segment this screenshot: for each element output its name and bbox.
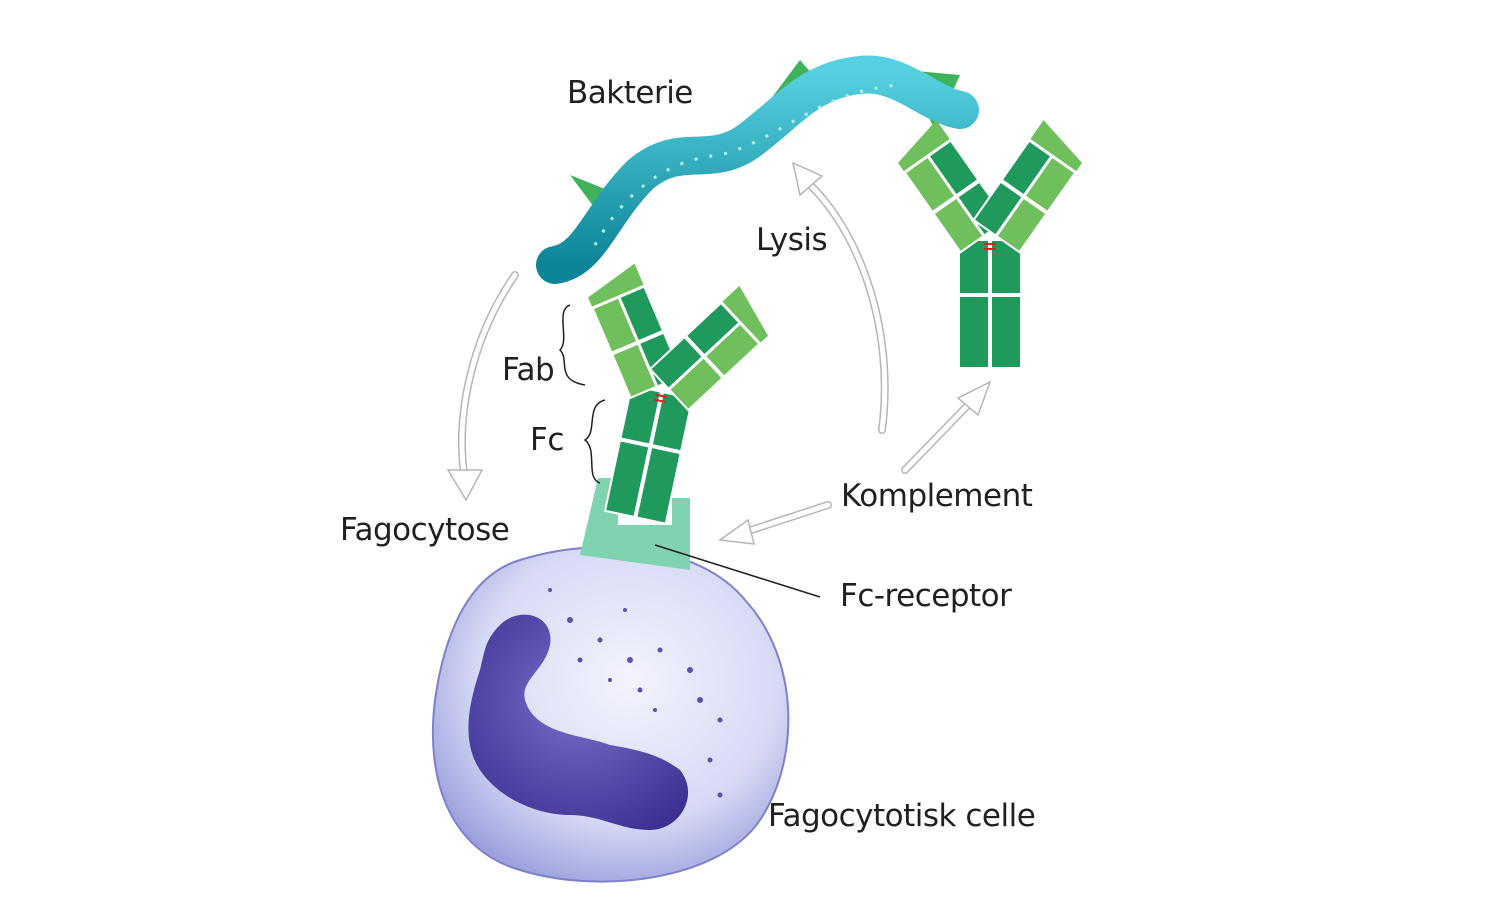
phagocytic-cell — [431, 546, 790, 883]
nucleus — [468, 614, 689, 830]
complement-label: Komplement — [841, 478, 1033, 514]
bacterium — [536, 55, 979, 284]
phagocytic-cell-label: Fagocytotisk celle — [768, 798, 1036, 834]
lysis-label: Lysis — [756, 222, 828, 258]
fc-bracket — [583, 399, 606, 484]
bound-antibody — [538, 254, 784, 538]
bacterium-label: Bakterie — [567, 75, 693, 111]
fab-bracket — [558, 304, 586, 386]
fc-receptor-pointer — [654, 544, 821, 598]
fab-label: Fab — [502, 352, 555, 388]
arrows — [446, 161, 992, 545]
free-antibody — [891, 120, 1090, 368]
fc-label: Fc — [530, 422, 564, 458]
phagocytosis-label: Fagocytose — [340, 512, 510, 548]
fc-receptor-label: Fc-receptor — [840, 578, 1012, 614]
